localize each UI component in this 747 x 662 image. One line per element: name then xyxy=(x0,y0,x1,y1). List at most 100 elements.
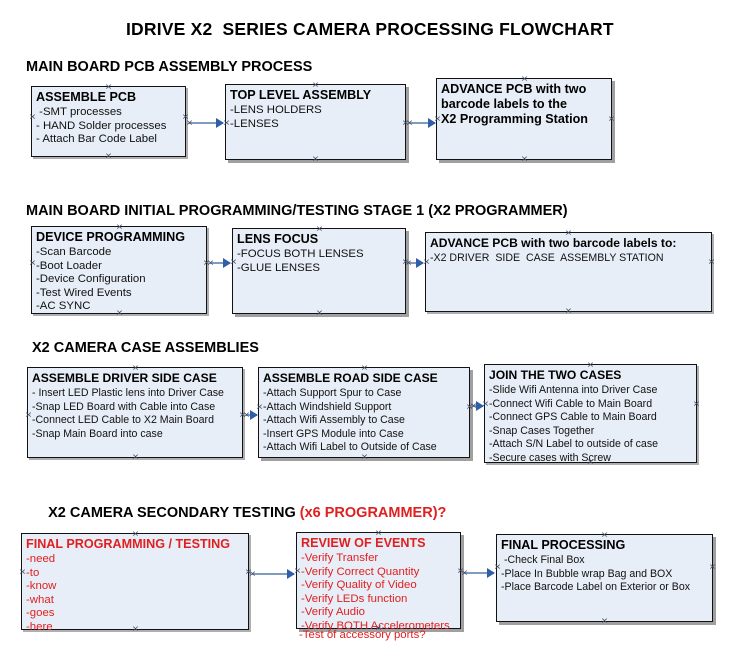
node-line: -Place Barcode Label on Exterior or Box xyxy=(501,581,691,594)
node-header: ASSEMBLE PCB xyxy=(36,90,137,104)
node-line: -LENS HOLDERS xyxy=(230,104,322,116)
connector-handle-bottom[interactable] xyxy=(115,309,124,318)
connector-handle-top[interactable] xyxy=(131,364,140,373)
connector-handle-top[interactable] xyxy=(315,225,324,234)
node-top-level-assembly[interactable]: TOP LEVEL ASSEMBLY -LENS HOLDERS -LENSES xyxy=(225,84,406,160)
node-final-processing[interactable]: FINAL PROCESSING -Check Final Box -Place… xyxy=(496,534,713,622)
node-line: -Secure cases with Screw xyxy=(489,451,611,464)
connector-handle-top[interactable] xyxy=(564,229,573,238)
section-heading-secondary-testing: X2 CAMERA SECONDARY TESTING (x6 PROGRAMM… xyxy=(32,489,446,537)
node-header: JOIN THE TWO CASES xyxy=(489,368,622,382)
node-line: -Scan Barcode xyxy=(36,246,112,258)
node-line: -Connect Wifi Cable to Main Board xyxy=(489,397,653,410)
connector-handle-top[interactable] xyxy=(104,83,113,92)
arrow-top-level-to-advance-pcb xyxy=(409,118,436,128)
node-advance-pcb-x2-programming-station[interactable]: ADVANCE PCB with two barcode labels to t… xyxy=(436,78,612,160)
node-line: -Slide Wifi Antenna into Driver Case xyxy=(489,384,658,396)
node-line: -X2 DRIVER SIDE CASE ASSEMBLY STATION xyxy=(430,252,664,264)
node-review-of-events[interactable]: REVIEW OF EVENTS -Verify Transfer -Verif… xyxy=(296,529,461,632)
node-line: -Attach Support Spur to Case xyxy=(263,387,402,399)
node-header: FINAL PROCESSING xyxy=(501,538,626,552)
node-line: -GLUE LENSES xyxy=(237,261,320,274)
node-advance-pcb-driver-side-case[interactable]: ADVANCE PCB with two barcode labels to: … xyxy=(425,232,712,312)
connector-handle-source[interactable] xyxy=(460,569,469,578)
node-join-the-two-cases[interactable]: JOIN THE TWO CASES -Slide Wifi Antenna i… xyxy=(484,361,697,464)
connector-handle-bottom[interactable] xyxy=(131,625,140,634)
connector-handle-bottom[interactable] xyxy=(360,453,369,462)
connector-handle-bottom[interactable] xyxy=(520,155,529,164)
connector-handle-right[interactable] xyxy=(692,400,701,409)
node-line: -here xyxy=(26,620,53,633)
node-line: -Snap Main Board into case xyxy=(32,427,163,440)
node-line: -Verify Audio xyxy=(301,606,365,619)
connector-handle-bottom[interactable] xyxy=(564,307,573,316)
node-line: -Verify Correct Quantity xyxy=(301,565,420,578)
node-line: -to xyxy=(26,566,40,579)
connector-handle-bottom[interactable] xyxy=(104,152,113,161)
node-line: -Connect LED Cable to X2 Main Board xyxy=(32,414,214,427)
node-line: -Verify LEDs function xyxy=(301,592,408,605)
connector-handle-right[interactable] xyxy=(707,258,716,267)
connector-handle-top[interactable] xyxy=(311,81,320,90)
node-device-programming[interactable]: DEVICE PROGRAMMING -Scan Barcode -Boot L… xyxy=(31,226,207,314)
node-line: -Device Configuration xyxy=(36,273,146,286)
connector-handle-right[interactable] xyxy=(607,115,616,124)
node-line: -know xyxy=(26,580,57,593)
connector-handle-left[interactable] xyxy=(24,411,33,420)
node-header: DEVICE PROGRAMMING xyxy=(36,230,186,244)
connector-handle-top[interactable] xyxy=(600,531,609,540)
page-title: IDRIVE X2 SERIES CAMERA PROCESSING FLOWC… xyxy=(126,19,614,39)
node-line: -Snap LED Board with Cable into Case xyxy=(32,400,216,413)
node-line: -Verify Transfer xyxy=(301,552,379,564)
node-header: ASSEMBLE ROAD SIDE CASE xyxy=(263,371,438,385)
node-line: -what xyxy=(26,593,54,606)
section-heading-initial-programming: MAIN BOARD INITIAL PROGRAMMING/TESTING S… xyxy=(26,203,568,219)
node-line: - Insert LED Plastic lens into Driver Ca… xyxy=(32,387,224,399)
node-assemble-pcb[interactable]: ASSEMBLE PCB -SMT processes - HAND Solde… xyxy=(31,86,186,157)
connector-handle-bottom[interactable] xyxy=(315,309,324,318)
connector-handle-bottom[interactable] xyxy=(311,155,320,164)
connector-handle-source[interactable] xyxy=(248,570,257,579)
section-heading-case-assemblies: X2 CAMERA CASE ASSEMBLIES xyxy=(32,340,259,356)
connector-handle-top[interactable] xyxy=(374,529,383,538)
node-line: -SMT processes xyxy=(36,106,122,118)
connector-handle-left[interactable] xyxy=(18,568,27,577)
connector-handle-source[interactable] xyxy=(469,402,478,411)
connector-handle-top[interactable] xyxy=(360,364,369,373)
connector-handle-bottom[interactable] xyxy=(131,453,140,462)
node-line: -LENSES xyxy=(230,117,279,130)
connector-handle-top[interactable] xyxy=(520,75,529,84)
node-lens-focus[interactable]: LENS FOCUS -FOCUS BOTH LENSES -GLUE LENS… xyxy=(232,228,406,314)
connector-handle-bottom[interactable] xyxy=(586,458,595,467)
node-line: -Attach Wifi Assembly to Case xyxy=(263,414,405,427)
section-heading-text: X2 CAMERA SECONDARY TESTING xyxy=(48,505,300,521)
node-header: LENS FOCUS xyxy=(237,232,319,246)
connector-handle-source[interactable] xyxy=(185,119,194,128)
node-line: -Place In Bubble wrap Bag and BOX xyxy=(501,567,673,580)
node-line: -AC SYNC xyxy=(36,300,91,313)
node-line: -FOCUS BOTH LENSES xyxy=(237,248,364,260)
node-header: ADVANCE PCB with two barcode labels to t… xyxy=(441,82,588,126)
node-final-programming-testing[interactable]: FINAL PROGRAMMING / TESTING -need -to -k… xyxy=(18,530,249,633)
node-assemble-driver-side-case[interactable]: ASSEMBLE DRIVER SIDE CASE - Insert LED P… xyxy=(27,367,243,458)
connector-handle-right[interactable] xyxy=(708,563,717,572)
connector-handle-left[interactable] xyxy=(28,259,37,268)
connector-handle-top[interactable] xyxy=(586,361,595,370)
node-line: -need xyxy=(26,553,56,565)
connector-handle-source[interactable] xyxy=(405,119,414,128)
node-header: FINAL PROGRAMMING / TESTING xyxy=(26,537,231,551)
connector-handle-left[interactable] xyxy=(28,113,37,122)
connector-handle-top[interactable] xyxy=(115,223,124,232)
connector-handle-source[interactable] xyxy=(404,259,413,268)
connector-handle-bottom[interactable] xyxy=(600,617,609,626)
connector-handle-top[interactable] xyxy=(131,530,140,539)
node-assemble-road-side-case[interactable]: ASSEMBLE ROAD SIDE CASE -Attach Support … xyxy=(258,367,470,458)
connector-handle-source[interactable] xyxy=(242,411,251,420)
arrow-lens-focus-to-advance-pcb xyxy=(408,258,424,268)
node-line: -goes xyxy=(26,607,55,620)
section-heading-main-board-pcb: MAIN BOARD PCB ASSEMBLY PROCESS xyxy=(26,59,313,75)
node-line: -Test Wired Events xyxy=(36,286,132,299)
node-line: -Boot Loader xyxy=(36,259,102,272)
connector-handle-source[interactable] xyxy=(206,259,215,268)
